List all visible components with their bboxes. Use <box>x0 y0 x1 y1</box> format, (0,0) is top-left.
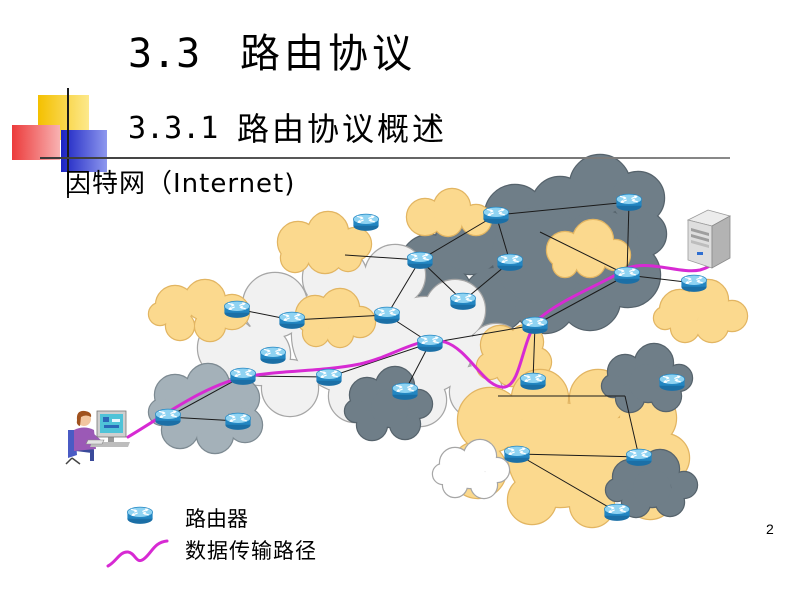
server-icon <box>686 209 732 269</box>
router-icon <box>223 300 251 319</box>
router-icon <box>154 408 182 427</box>
link-line <box>495 201 630 216</box>
router-icon <box>416 334 444 353</box>
title-number: 3.3 <box>128 31 201 77</box>
link-line <box>624 395 640 458</box>
router-icon <box>229 367 257 386</box>
legend-path-line <box>106 539 169 568</box>
link-line <box>328 342 431 378</box>
data-transmission-path <box>126 243 724 439</box>
user-workstation-icon <box>65 410 130 465</box>
legend-router-icon <box>126 506 154 525</box>
router-icon <box>352 213 380 232</box>
cloud-gray <box>147 362 264 455</box>
cloud-tan <box>405 187 493 238</box>
link-layer <box>167 201 695 513</box>
router-icon <box>278 311 306 330</box>
router-icon <box>625 448 653 467</box>
router-icon <box>406 251 434 270</box>
router-icon <box>449 292 477 311</box>
router-icon <box>613 266 641 285</box>
router-icon <box>521 316 549 335</box>
router-icon <box>519 372 547 391</box>
decoration-vertical-line <box>67 88 69 198</box>
cloud-tan <box>545 218 632 279</box>
slide-subtitle: 路由协议概述 <box>237 110 448 148</box>
router-icon <box>224 412 252 431</box>
link-line <box>516 453 640 458</box>
cloud-layer <box>147 153 749 529</box>
legend-path-label: 数据传输路径 <box>185 539 317 563</box>
router-icon <box>496 253 524 272</box>
link-line <box>429 324 536 344</box>
link-line <box>291 314 388 321</box>
legend-router-label: 路由器 <box>185 507 248 531</box>
subtitle-number: 3.3.1 <box>128 111 219 146</box>
router-icon <box>603 503 631 522</box>
router-icon <box>658 373 686 392</box>
cloud-white <box>431 438 511 500</box>
router-icon <box>373 306 401 325</box>
router-icon <box>503 445 531 464</box>
cloud-tan <box>652 278 749 344</box>
link-line <box>539 231 628 276</box>
link-line <box>419 214 497 261</box>
link-line <box>532 324 536 382</box>
link-line <box>534 274 628 326</box>
router-icon <box>391 382 419 401</box>
diagram-label: 因特网（Internet) <box>65 169 296 199</box>
title-underline <box>40 157 730 159</box>
cloud-tan <box>294 287 377 349</box>
link-line <box>386 259 421 316</box>
page-number: 2 <box>766 521 774 537</box>
router-icon <box>315 368 343 387</box>
router-icon <box>259 346 287 365</box>
router-icon <box>680 274 708 293</box>
router-icon <box>615 193 643 212</box>
cloud-tan <box>147 278 251 343</box>
cloud-dark <box>604 448 699 519</box>
slide-title: 路由协议 <box>240 31 416 77</box>
router-icon <box>482 206 510 225</box>
decoration-red-square <box>12 125 60 160</box>
link-line <box>626 201 630 276</box>
link-line <box>516 453 618 513</box>
cloud-tan <box>276 210 373 275</box>
link-line <box>167 375 244 418</box>
